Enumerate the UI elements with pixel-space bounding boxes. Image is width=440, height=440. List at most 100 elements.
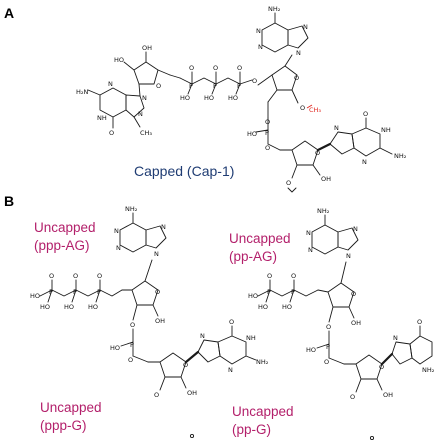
svg-text:HO: HO [282,303,292,311]
svg-text:N: N [108,80,113,88]
adenine-base-pp-ag: NH₂ N N N N [306,207,359,260]
triphosphate-bridge-a: O O O P P P HO HO HO [179,64,253,102]
svg-text:HO: HO [204,94,214,102]
svg-text:P: P [213,82,217,90]
svg-text:OH: OH [351,319,361,327]
svg-text:O: O [130,321,135,329]
label-uncapped-pp-g-line2: (pp-G) [232,422,271,437]
svg-text:O: O [154,391,159,399]
label-uncapped-ppp-ag-line1: Uncapped [34,220,96,235]
label-uncapped-pp-ag-line1: Uncapped [229,231,291,246]
svg-text:NH₂: NH₂ [394,152,407,160]
svg-text:NH₂: NH₂ [317,207,330,215]
svg-text:N: N [393,334,398,342]
svg-text:NH₂: NH₂ [422,366,435,374]
svg-text:O: O [300,104,305,112]
ribose-g-ppp-ag: O OH O [147,350,200,399]
svg-text:O: O [156,82,161,90]
svg-text:NH₂: NH₂ [256,358,269,366]
svg-text:O: O [265,144,270,152]
adenine-base-ppp-ag: NH₂ N N N N [114,205,167,258]
diphosphate-pp-ag: HO O O P P HO HO [248,272,319,311]
svg-text:NH: NH [246,334,256,342]
label-uncapped-pp-ag-line2: (pp-AG) [229,249,277,264]
caption-capped-cap1: Capped (Cap-1) [134,163,234,179]
svg-text:P: P [97,288,101,296]
ribose-a1: O O CH₃ O [252,54,321,114]
capped-cap1-structure: NH₂ N N N N O O CH₃ O O [76,5,407,193]
svg-text:OH: OH [187,389,197,397]
svg-text:O: O [97,272,102,280]
label-uncapped-ppp-g-line1: Uncapped [40,400,102,415]
ribose-a-ppp-ag: O OH O [121,259,165,329]
svg-text:HO: HO [88,303,98,311]
svg-text:OH: OH [155,317,165,325]
phosphodiester-ppp-ag: P HO O [110,328,149,364]
svg-text:O: O [213,64,218,72]
phosphodiester-a: O P HO O [247,101,281,152]
svg-text:OH: OH [383,391,393,399]
svg-text:N: N [334,124,339,132]
stray-mark-1 [189,433,195,439]
panel-label-b: B [4,193,14,209]
panel-label-a: A [4,5,14,21]
svg-text:P: P [73,288,77,296]
svg-text:HO: HO [180,94,190,102]
svg-text:O: O [49,272,54,280]
svg-text:O: O [363,110,368,118]
svg-text:P: P [326,343,330,351]
svg-text:HO: HO [228,94,238,102]
svg-text:O: O [237,64,242,72]
svg-text:O: O [350,393,355,401]
svg-text:N: N [362,158,367,166]
svg-text:N: N [142,94,147,102]
svg-text:N: N [228,366,233,374]
ppp-ag-structure: NH₂ N N N N HO O O O P P P HO HO HO [30,205,269,399]
svg-text:HO: HO [110,344,120,352]
svg-text:CH₃: CH₃ [309,106,321,114]
svg-text:O: O [294,74,299,82]
svg-text:O: O [73,272,78,280]
ribose-cap-a: OH HO O [114,44,181,97]
svg-text:O: O [265,118,270,126]
svg-text:HO: HO [247,130,257,138]
svg-text:NH₂: NH₂ [125,205,138,213]
phosphodiester-pp-ag: P HO O [306,330,345,366]
svg-text:HO: HO [306,346,316,354]
guanine-base-a: O NH NH₂ N N [329,110,407,166]
svg-text:O: O [128,356,133,364]
svg-text:O: O [189,64,194,72]
svg-text:HO: HO [114,56,124,64]
svg-text:N: N [346,252,351,260]
svg-text:O: O [326,323,331,331]
svg-text:N: N [161,223,166,231]
svg-text:N: N [138,110,143,118]
svg-text:N: N [154,250,159,258]
svg-text:NH₂: NH₂ [268,5,281,13]
pp-ag-structure: NH₂ N N N N HO O O P P HO HO O O [248,207,435,401]
svg-text:O: O [351,290,356,298]
svg-text:O: O [109,129,114,137]
svg-text:HO: HO [40,303,50,311]
svg-text:P: P [267,288,271,296]
svg-text:OH: OH [142,44,152,52]
svg-text:N: N [200,332,205,340]
stray-mark-2 [369,435,375,440]
svg-text:P: P [237,82,241,90]
svg-text:N: N [114,227,119,235]
guanine-base-pp-ag: O NH₂ N [391,318,435,374]
svg-text:P: P [291,288,295,296]
svg-text:P: P [130,341,134,349]
adenine-base-a: NH₂ N N N N [256,5,309,57]
triphosphate-ppp-ag: HO O O O P P P HO HO HO [30,272,123,311]
guanine-base-ppp-ag: O NH NH₂ N N [197,318,269,374]
ribose-g-pp-ag: O OH O [343,352,393,401]
svg-text:N: N [306,229,311,237]
svg-text:NH: NH [97,114,107,122]
svg-text:N: N [303,23,308,31]
svg-text:HO: HO [30,292,40,300]
svg-text:P: P [49,288,53,296]
svg-text:O: O [267,272,272,280]
svg-text:O: O [324,358,329,366]
